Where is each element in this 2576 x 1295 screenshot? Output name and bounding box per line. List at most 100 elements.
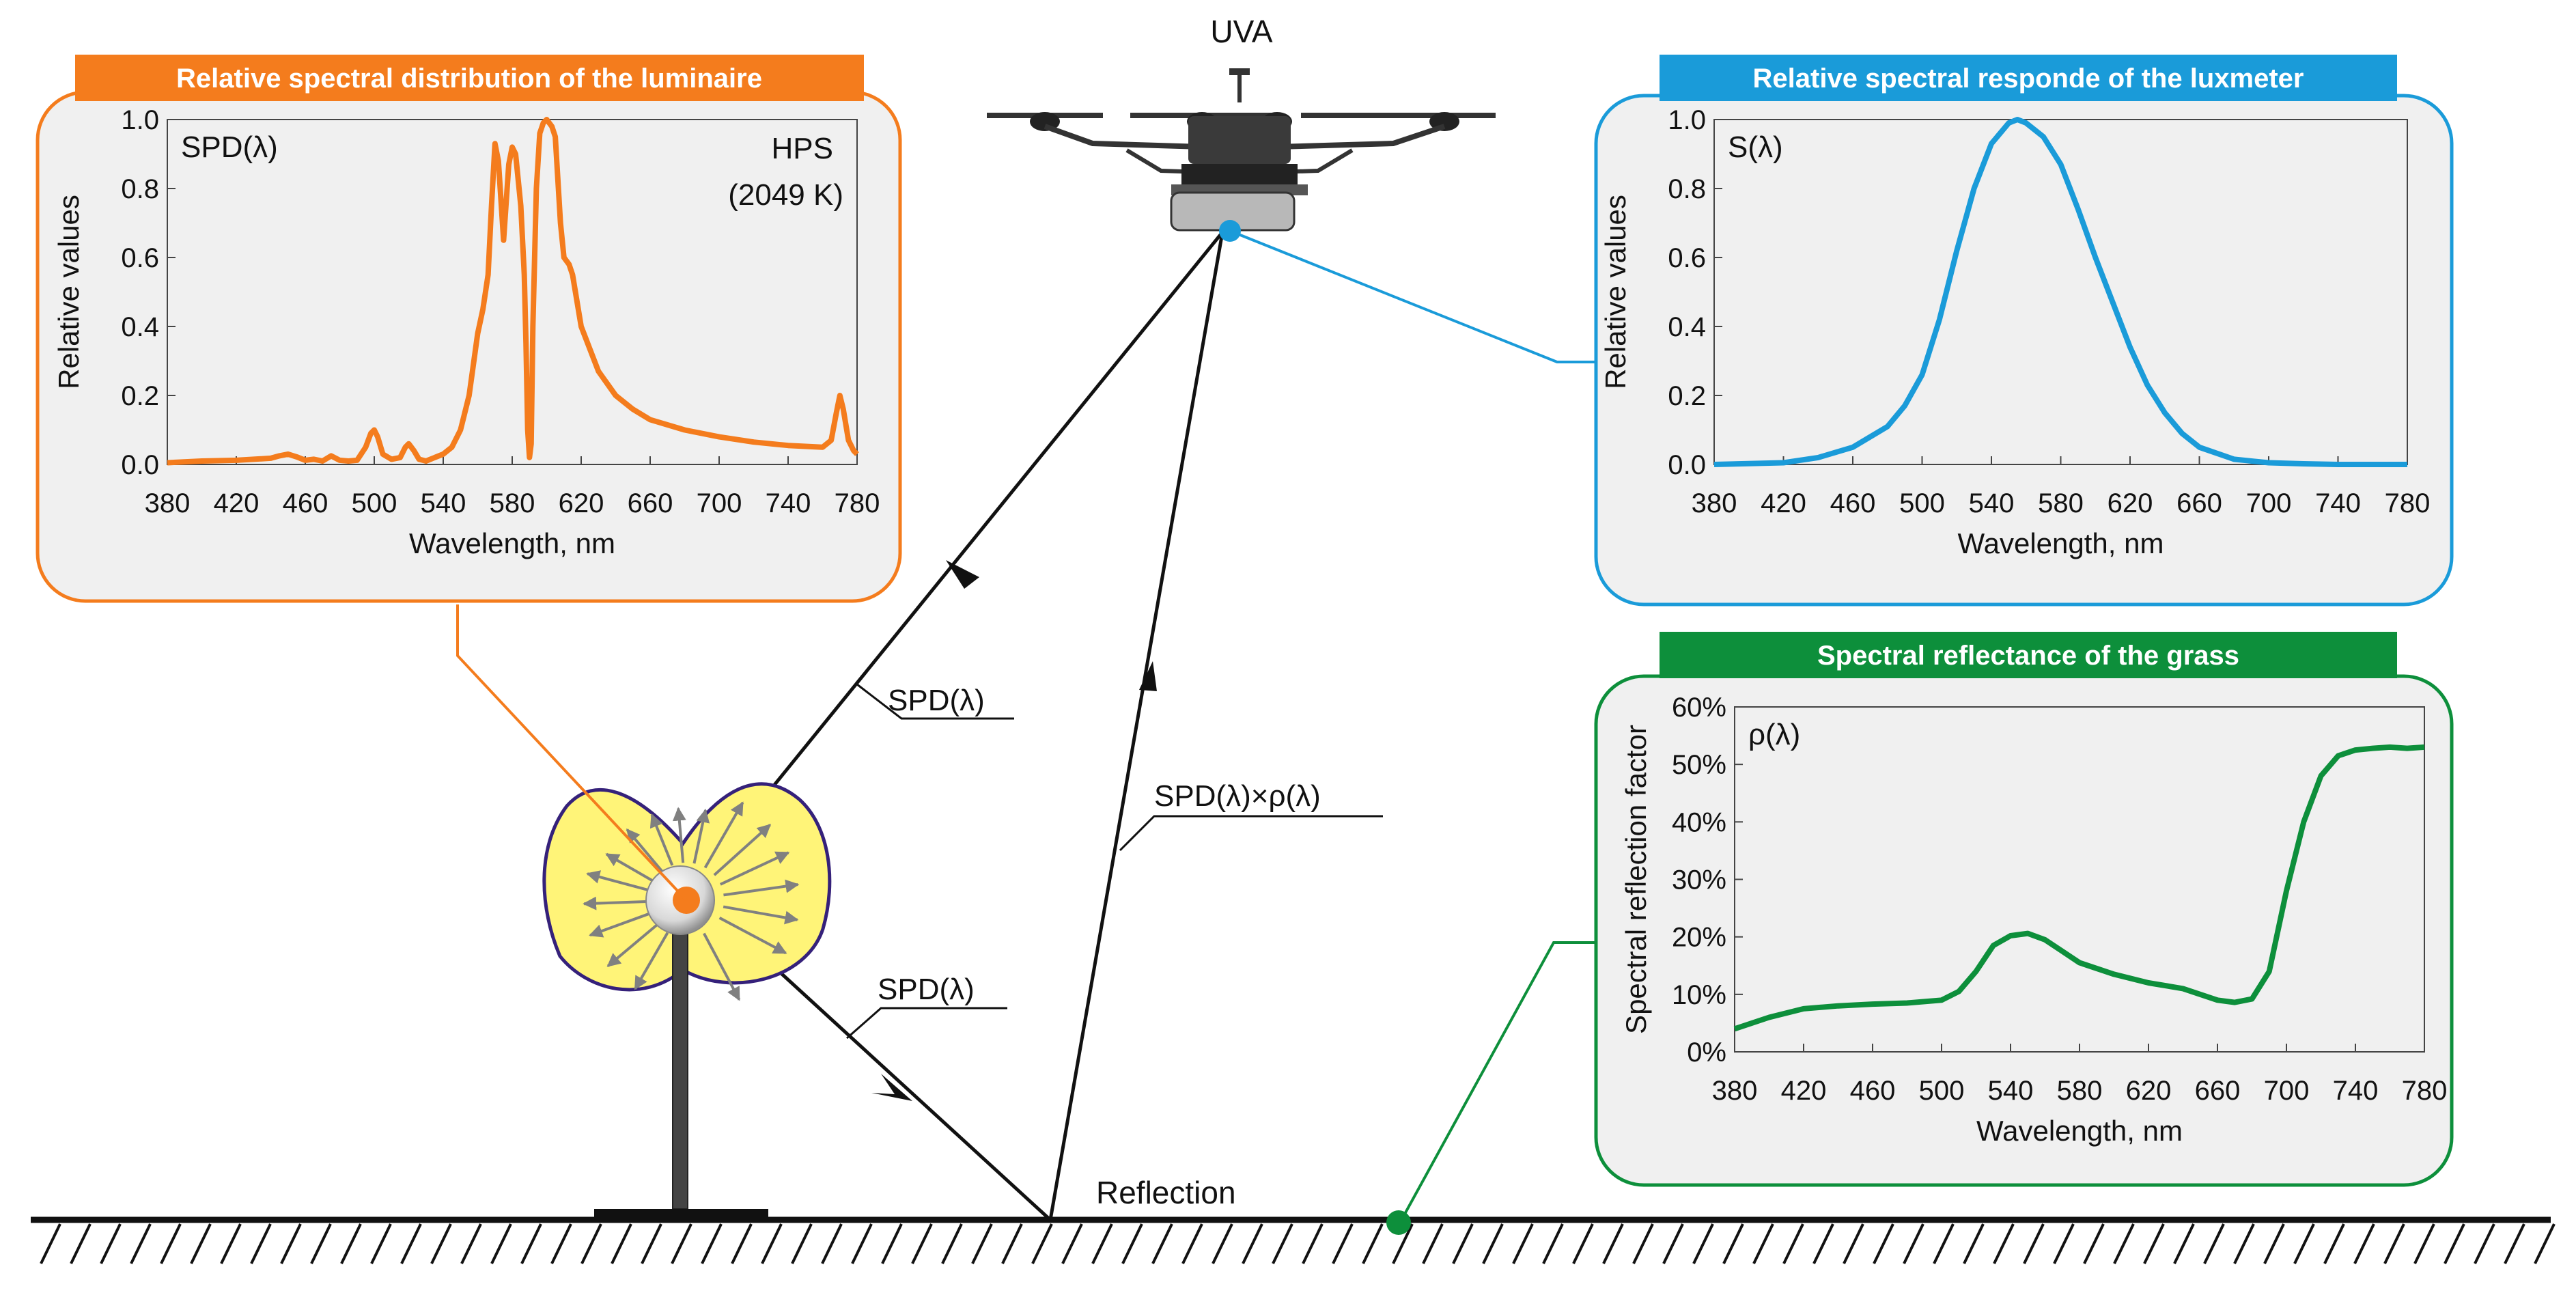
- y-tick-label: 0.8: [121, 174, 159, 204]
- y-tick-label: 0.2: [121, 381, 159, 411]
- series-line: [167, 117, 859, 466]
- x-tick-label: 380: [145, 488, 191, 518]
- radiation-arrow-icon: [606, 923, 659, 967]
- ray-labels: SPD(λ) SPD(λ) SPD(λ)×ρ(λ) Reflection: [846, 683, 1383, 1210]
- y-tick-label: 50%: [1672, 750, 1726, 780]
- x-tick-label: 420: [1761, 488, 1806, 518]
- x-tick-label: 660: [2195, 1076, 2241, 1106]
- x-tick-label: 700: [2264, 1076, 2310, 1106]
- luxmeter-connector: [1229, 229, 1595, 363]
- x-tick-label: 660: [2176, 488, 2222, 518]
- y-tick-label: 0.6: [121, 243, 159, 273]
- radiation-arrow-icon: [626, 828, 664, 873]
- y-tick-label: 0.4: [1668, 312, 1706, 342]
- street-lamp-icon: [542, 782, 832, 1220]
- x-tick-label: 380: [1692, 488, 1737, 518]
- function-label: S(λ): [1728, 130, 1783, 164]
- ray-arrowhead-icon: [946, 560, 979, 589]
- lamp-type-annotation: HPS: [772, 132, 833, 165]
- x-tick-label: 780: [2402, 1076, 2448, 1106]
- ground-sample-dot: [1386, 1210, 1411, 1235]
- uva-label: UVA: [1210, 14, 1272, 49]
- y-axis-label: Relative values: [1599, 195, 1632, 389]
- x-tick-label: 580: [2038, 488, 2084, 518]
- y-tick-label: 0.2: [1668, 381, 1706, 411]
- x-tick-label: 500: [1899, 488, 1945, 518]
- function-label: ρ(λ): [1748, 718, 1800, 751]
- x-tick-label: 620: [2108, 488, 2153, 518]
- x-tick-label: 540: [1969, 488, 2015, 518]
- y-tick-label: 1.0: [1668, 105, 1706, 135]
- y-tick-label: 10%: [1672, 980, 1726, 1010]
- radiation-arrow-icon: [586, 870, 651, 892]
- radiation-arrow-icon: [583, 896, 649, 910]
- spd-up-label: SPD(λ): [888, 684, 985, 717]
- grass-tag-text: Spectral reflectance of the grass: [1817, 641, 2239, 671]
- radiation-arrow-icon: [713, 824, 772, 876]
- x-tick-label: 740: [2315, 488, 2361, 518]
- grass-connector: [1399, 941, 1595, 1223]
- radiation-arrow-icon: [703, 801, 744, 869]
- radiation-arrow-icon: [723, 905, 799, 925]
- x-tick-label: 420: [214, 488, 260, 518]
- spd-down-label: SPD(λ): [878, 973, 975, 1006]
- y-tick-label: 0%: [1687, 1038, 1726, 1068]
- y-tick-label: 0.0: [121, 450, 159, 480]
- x-tick-label: 780: [835, 488, 880, 518]
- radiation-arrow-icon: [718, 917, 787, 955]
- ground-hatch-icon: [40, 1223, 2556, 1264]
- ground: [31, 1216, 2556, 1264]
- x-tick-label: 380: [1712, 1076, 1758, 1106]
- x-axis-label: Wavelength, nm: [409, 527, 615, 559]
- y-tick-label: 1.0: [121, 105, 159, 135]
- y-tick-label: 60%: [1672, 693, 1726, 723]
- y-axis-label: Spectral reflection factor: [1620, 725, 1652, 1034]
- x-tick-label: 540: [421, 488, 466, 518]
- luxmeter-tag: [1660, 55, 2397, 101]
- x-tick-label: 580: [2057, 1076, 2103, 1106]
- y-tick-label: 0.4: [121, 312, 159, 342]
- luxmeter-tag-text: Relative spectral responde of the luxmet…: [1753, 64, 2304, 94]
- x-tick-label: 460: [1850, 1076, 1896, 1106]
- radiation-arrow-icon: [720, 851, 790, 886]
- radiation-arrow-icon: [692, 808, 710, 864]
- x-axis-label: Wavelength, nm: [1976, 1115, 2183, 1147]
- x-tick-label: 740: [2333, 1076, 2379, 1106]
- x-tick-label: 740: [766, 488, 811, 518]
- y-axis-label: Relative values: [53, 195, 85, 389]
- x-tick-label: 620: [2126, 1076, 2172, 1106]
- ray-lamp-to-drone: [709, 231, 1224, 865]
- luminaire-tag-text: Relative spectral distribution of the lu…: [176, 64, 762, 94]
- radiation-arrow-icon: [605, 852, 655, 883]
- x-axis-label: Wavelength, nm: [1958, 527, 2164, 559]
- luxmeter-chart: 380 420 460 500 540 580 620 660 700 740 780 0.0 0.2 0…: [1599, 105, 2430, 559]
- radiation-arrow-icon: [672, 807, 686, 863]
- radiation-arrow-icon: [723, 879, 800, 897]
- x-tick-label: 660: [628, 488, 673, 518]
- y-tick-label: 0.6: [1668, 243, 1706, 273]
- series-line: [1713, 117, 2407, 467]
- reflection-label: Reflection: [1096, 1175, 1236, 1210]
- x-tick-label: 580: [490, 488, 535, 518]
- y-tick-label: 20%: [1672, 923, 1726, 953]
- y-tick-label: 0.0: [1668, 450, 1706, 480]
- x-tick-label: 500: [352, 488, 397, 518]
- series-line: [1733, 744, 2425, 1032]
- ray-arrowhead-icon: [871, 1074, 912, 1101]
- radiation-arrow-icon: [703, 932, 741, 1001]
- radiation-arrow-icon: [649, 813, 674, 866]
- x-tick-label: 780: [2385, 488, 2431, 518]
- x-tick-label: 420: [1781, 1076, 1827, 1106]
- x-tick-label: 460: [1830, 488, 1876, 518]
- luxmeter-panel: Relative spectral responde of the luxmet…: [1594, 55, 2454, 607]
- function-label: SPD(λ): [181, 130, 278, 164]
- x-tick-label: 700: [697, 488, 742, 518]
- grass-tag: [1660, 632, 2397, 678]
- drone-icon: UVA: [987, 14, 1496, 242]
- grass-panel: Spectral reflectance of the grass 380 420…: [1594, 632, 2454, 1187]
- x-tick-label: 700: [2246, 488, 2292, 518]
- radiation-arrow-icon: [634, 932, 669, 990]
- x-tick-label: 620: [559, 488, 604, 518]
